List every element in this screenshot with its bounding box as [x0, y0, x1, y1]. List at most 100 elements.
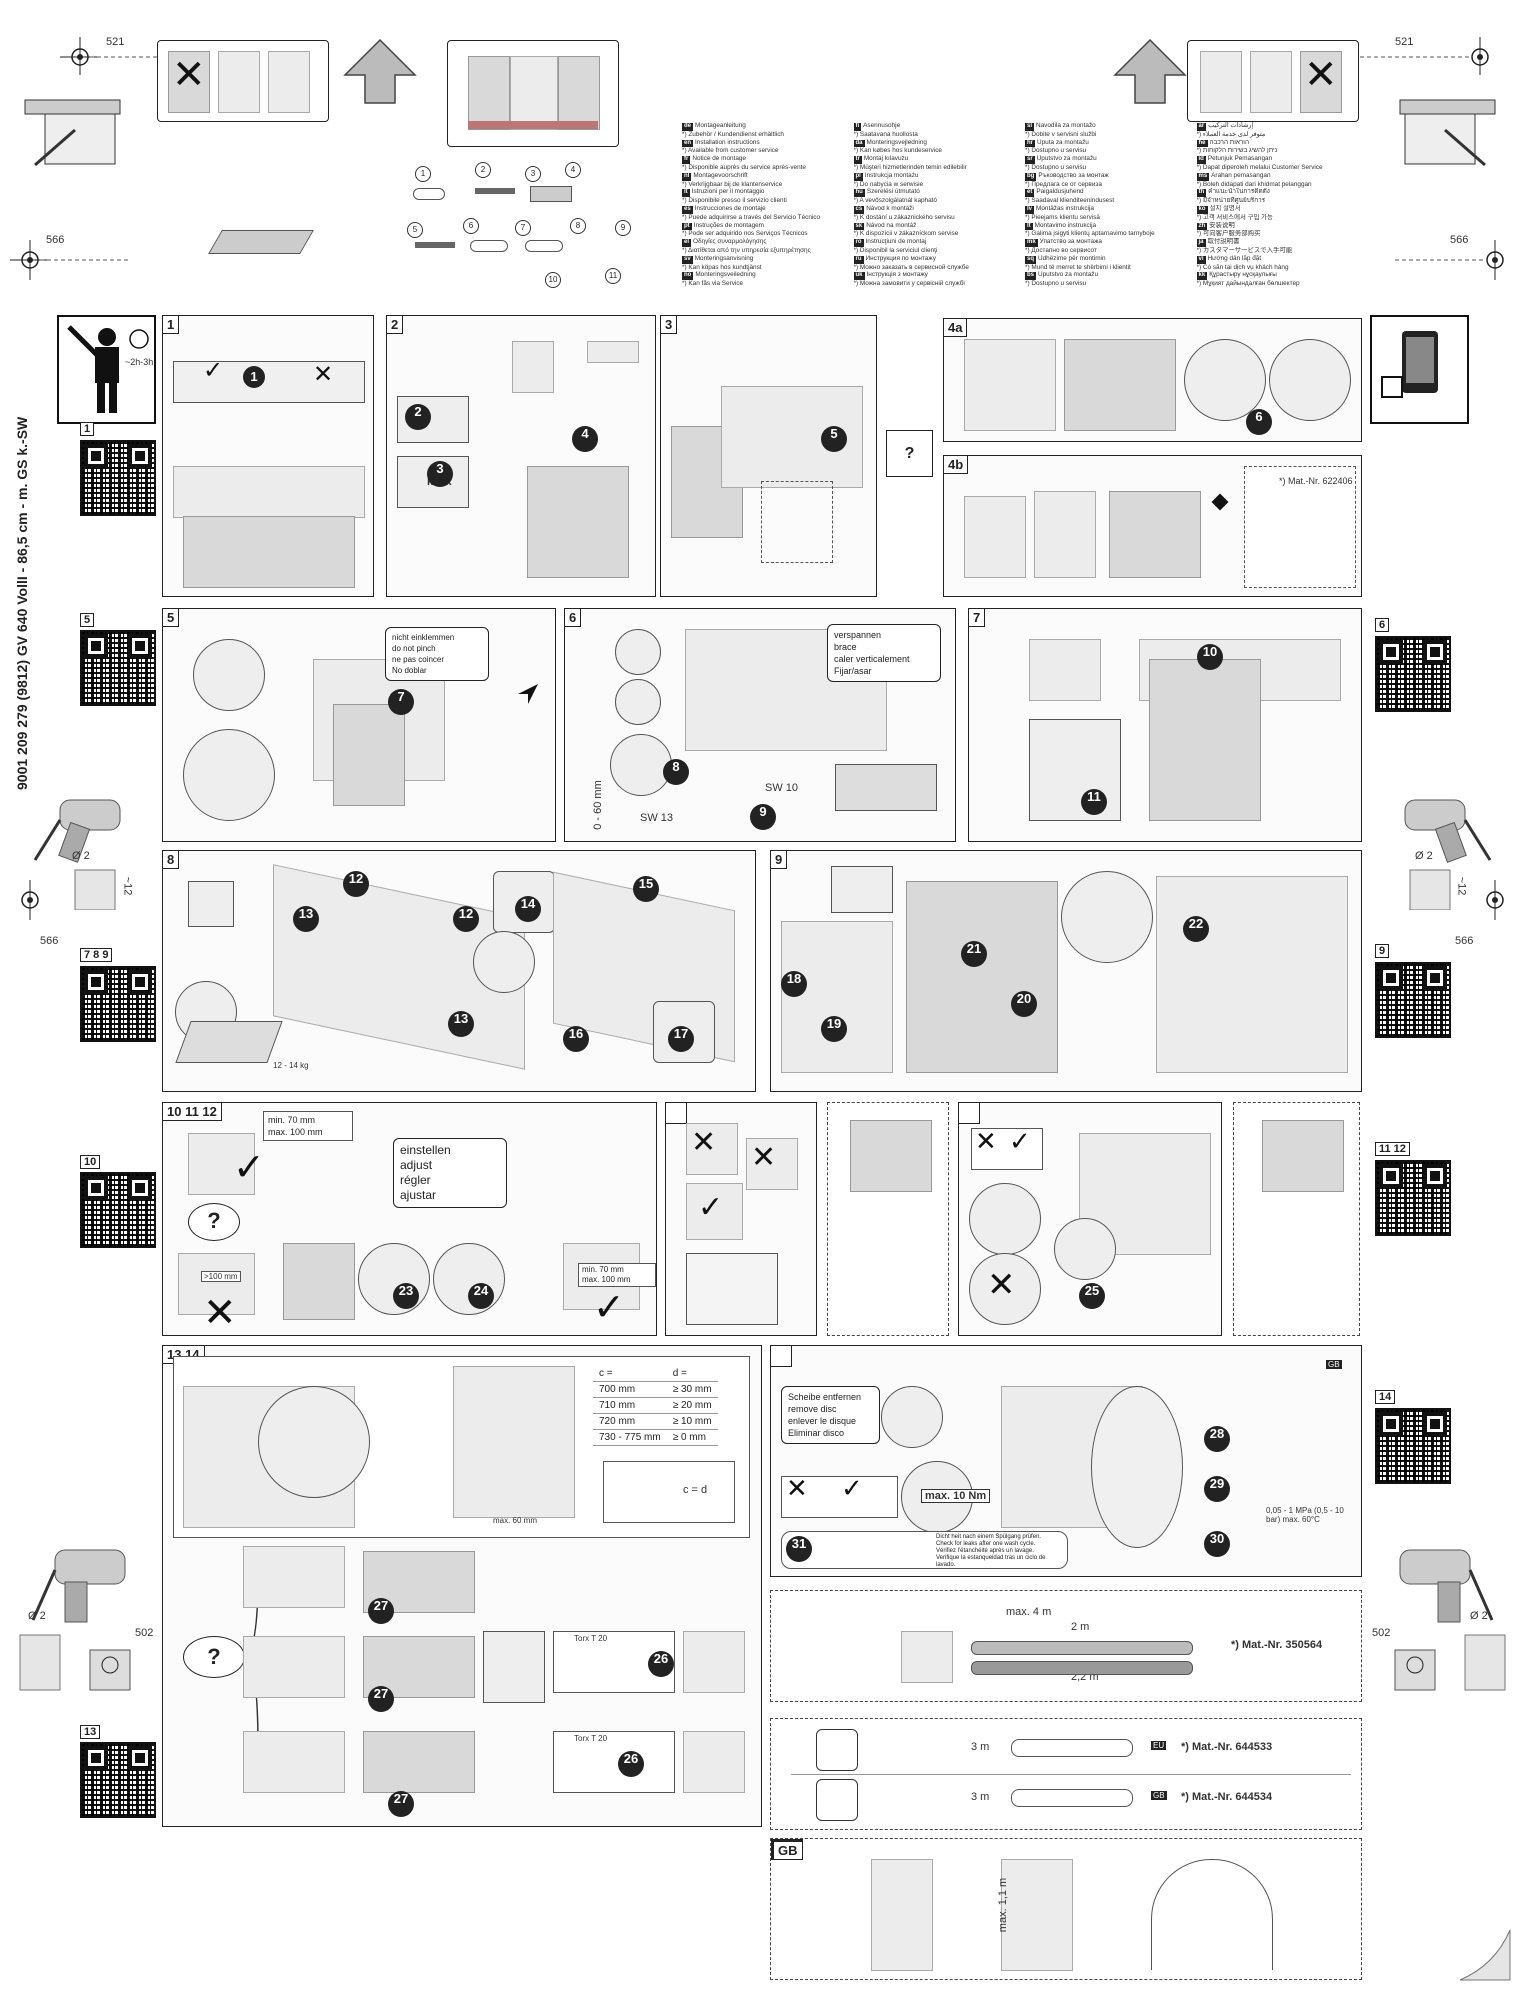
wrench-person-icon [67, 325, 149, 413]
cable-3m-b: 3 m [971, 1791, 990, 1803]
badge-9: 9 [750, 804, 776, 830]
language-code-badge: ko [1196, 205, 1208, 214]
badge-10: 10 [1197, 644, 1223, 670]
language-text: Упатство за монтажа [1039, 238, 1102, 246]
language-text: 取付説明書 [1207, 238, 1240, 246]
qr-label-14: 14 [1375, 1390, 1396, 1404]
drill-marker-left-566 [21, 880, 39, 920]
qr-code-14[interactable] [1375, 1408, 1451, 1484]
help-question-box[interactable]: ? [886, 430, 933, 477]
badge-13: 13 [293, 906, 319, 932]
language-text: Monteringsvejledning [866, 138, 927, 146]
language-code-badge: de [682, 123, 694, 131]
language-row: *) Do nabycia w serwisie [854, 181, 1020, 189]
language-code-badge: uk [853, 272, 865, 281]
step-number: 6 [565, 609, 582, 627]
qr-code-1112[interactable] [1375, 1160, 1451, 1236]
gb-step-label: GB [771, 1839, 803, 1860]
top-right-drill-marker [1360, 37, 1489, 75]
language-code-badge: lv [1025, 205, 1035, 214]
language-text: *) Можно заказать в сервисной службе [853, 263, 969, 271]
dim-502-right: 502 [1372, 1627, 1391, 1639]
language-text: *) Disponibil la serviciul clienţi [853, 246, 938, 254]
language-row: *) Dostupno u servisu [1025, 280, 1191, 288]
language-code-badge: es [682, 205, 693, 214]
badge-3: 3 [427, 461, 453, 487]
badge-14: 14 [515, 896, 541, 922]
language-row: *) 可向客户服务部购买 [1197, 230, 1363, 238]
top-cabinet-pictogram [447, 40, 619, 147]
qr-code-13[interactable] [80, 1742, 156, 1818]
language-row: *) Можно заказать в сервисной службе [854, 264, 1020, 272]
language-text: Petunjuk Pemasangan [1207, 155, 1273, 163]
language-code-badge: sv [682, 255, 693, 264]
language-code-badge: fr [682, 156, 691, 164]
language-text: *) Saadaval klienditeenindusest [1025, 197, 1115, 205]
language-row: *) A vevőszolgálatnál kapható [854, 197, 1020, 205]
x-mark-icon: ✕ [786, 1474, 808, 1504]
hinge-adjust-panel: ✕ ✓ ✕ 25 [958, 1102, 1222, 1336]
arrow-up-right-icon [508, 684, 538, 714]
language-text: *) K dostání u zákaznického servisu [853, 213, 955, 221]
badge-25: 25 [1079, 1283, 1105, 1309]
language-text: Szerelési útmutató [866, 188, 920, 196]
language-code-badge: th [1196, 189, 1207, 198]
language-text: Құрастыру нұсқаулығы [1209, 271, 1277, 279]
language-code-badge: ms [1196, 172, 1210, 181]
max100-label: max. 100 mm [582, 1275, 631, 1284]
step-3-panel: 3 5 [660, 315, 877, 597]
qr-code-9[interactable] [1375, 962, 1451, 1038]
language-code-badge: bs [1025, 272, 1037, 281]
qr-label-5: 5 [80, 613, 95, 627]
label-line: Check for leaks after one wash cycle. [936, 1541, 1036, 1547]
language-row: *) Достапно во сервисот [1025, 247, 1191, 255]
language-text: Monteringsanvisning [694, 254, 754, 262]
qr-code-6[interactable] [1375, 636, 1451, 712]
drill-diameter-right: Ø 2 [1415, 850, 1433, 862]
qr-label-1: 1 [80, 422, 95, 436]
qr-code-10[interactable] [80, 1172, 156, 1248]
adjust-box: einstellen adjust régler ajustar [393, 1138, 507, 1208]
label-line: enlever le disque [788, 1416, 857, 1426]
min70-label: min. 70 mm [268, 1115, 316, 1125]
language-row: *) Mund të merret te shërbimi i klientit [1025, 264, 1191, 272]
language-text: Notice de montage [692, 155, 746, 163]
language-text: Instrucţiuni de montaj [865, 238, 927, 246]
x-mark-icon: ✕ [751, 1140, 777, 1175]
qr-code-1[interactable] [80, 440, 156, 516]
language-row: *) Boleh didapati dari khidmat pelanggan [1197, 181, 1363, 189]
qr-code-5[interactable] [80, 630, 156, 706]
cable-3m-a: 3 m [971, 1741, 990, 1753]
language-row: *) Διατίθεται από την υπηρεσία εξυπηρέτη… [682, 247, 848, 255]
language-text: Navodila za montažo [1036, 122, 1096, 129]
badge-4: 4 [572, 426, 598, 452]
min70-label: min. 70 mm [582, 1265, 624, 1274]
language-code-badge: no [682, 272, 694, 281]
qr-code-789[interactable] [80, 966, 156, 1042]
language-text: Uputa za montažu [1037, 138, 1089, 146]
label-line: Fijar/asar [834, 666, 872, 676]
max100-label: max. 100 mm [268, 1127, 323, 1137]
page-curl-decor [1459, 1929, 1511, 1981]
do-not-pinch-box: nicht einklemmen do not pinch ne pas coi… [385, 627, 489, 681]
language-code-badge: it [682, 189, 690, 198]
side-marker-left-566 [10, 240, 130, 280]
language-text: Ръководство за монтаж [1038, 171, 1109, 179]
step-number: 3 [661, 316, 678, 334]
step-10-panel: 10 11 12 min. 70 mm max. 100 mm ✓ ? eins… [162, 1102, 657, 1336]
language-text: *) Dobite v servisni službi [1025, 130, 1097, 138]
language-code-badge: sq [1025, 255, 1037, 264]
x-mark-icon: ✕ [313, 360, 334, 388]
language-text: *) متوفر لدى خدمة العملاء [1196, 130, 1266, 138]
step-4b-panel: 4b *) Mat.-Nr. 622406 [943, 455, 1362, 597]
